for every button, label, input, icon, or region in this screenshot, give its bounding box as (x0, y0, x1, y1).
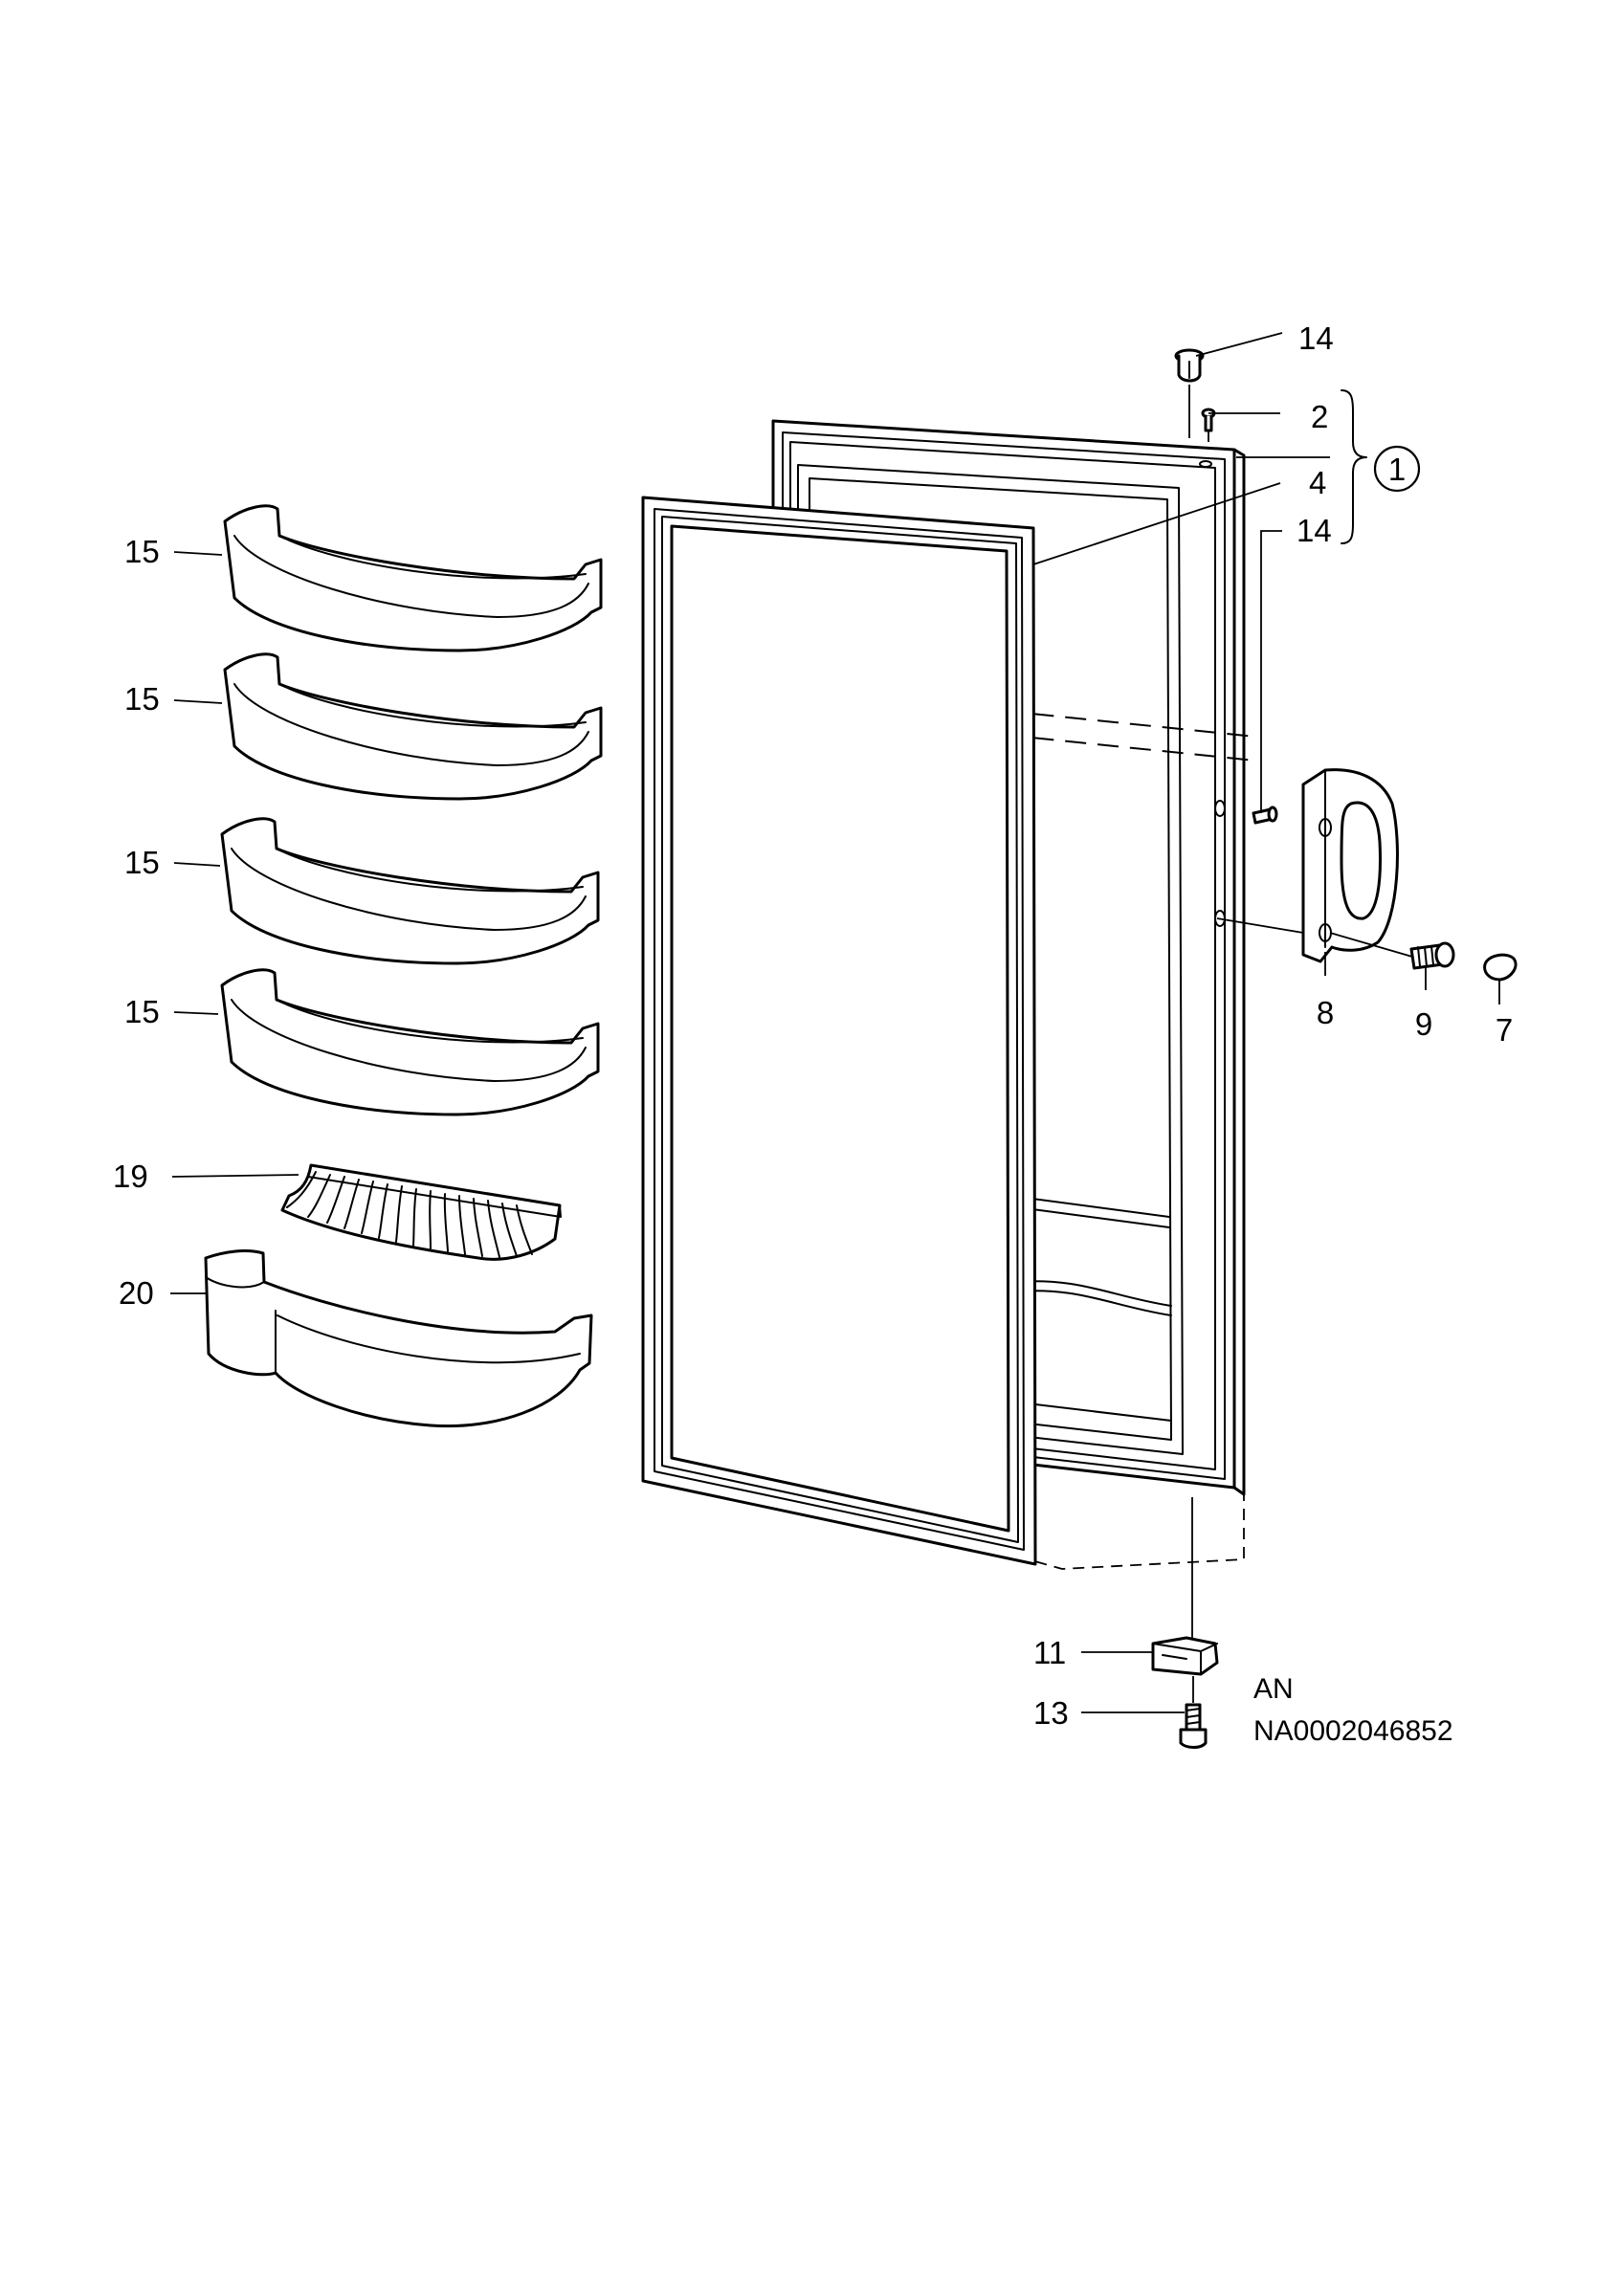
bottle-shelf (204, 1249, 593, 1428)
door-shelf-3 (220, 817, 600, 965)
label-9: 9 (1415, 1006, 1432, 1042)
assembly-callout-circle (1373, 445, 1421, 493)
door-handle (1301, 768, 1399, 963)
hinge-bushing-top (1174, 348, 1205, 383)
lower-hinge (1151, 1636, 1219, 1676)
label-14-mid: 14 (1297, 513, 1332, 548)
label-11: 11 (1033, 1635, 1066, 1670)
label-7: 7 (1496, 1012, 1513, 1048)
leader-lines (170, 332, 1500, 1713)
label-4: 4 (1309, 465, 1326, 500)
hinge-pin (1179, 1703, 1208, 1749)
label-1: 1 (1388, 452, 1406, 487)
door-shelf-4 (220, 968, 600, 1116)
label-14-top: 14 (1298, 320, 1334, 356)
label-15-a: 15 (124, 534, 160, 569)
label-20: 20 (119, 1275, 154, 1311)
assembly-brace (1341, 389, 1367, 544)
screw-cover-cap (1483, 953, 1518, 982)
label-15-c: 15 (124, 845, 160, 880)
label-13: 13 (1033, 1695, 1069, 1731)
label-8: 8 (1317, 995, 1334, 1030)
variant-code: AN (1253, 1673, 1294, 1705)
door-rack (280, 1163, 562, 1261)
label-19: 19 (113, 1159, 148, 1194)
label-2: 2 (1311, 399, 1328, 434)
label-15-d: 15 (124, 994, 160, 1029)
label-15-b: 15 (124, 681, 160, 717)
door-stop-pin (1252, 806, 1278, 825)
door-shelf-2 (223, 652, 603, 801)
handle-screw (1409, 941, 1455, 970)
door-shelf-1 (223, 504, 603, 652)
part-labels: 14 2 1 4 14 15 15 15 15 19 20 8 9 7 11 1… (113, 320, 1513, 1747)
door-gasket (641, 496, 1037, 1566)
drawing-number: NA0002046852 (1253, 1715, 1453, 1747)
